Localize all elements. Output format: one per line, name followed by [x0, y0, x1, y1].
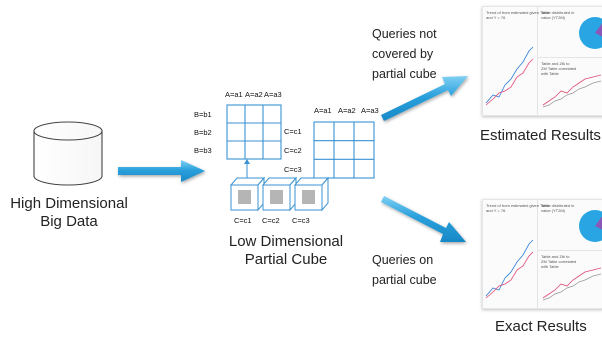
grid1-right-2: C=c2 — [284, 146, 302, 155]
dash1-panel2-title: Table distributed in — [541, 10, 575, 15]
grid2-col-1: A=a1 — [314, 106, 332, 115]
cube-line-1: Low Dimensional — [228, 233, 344, 250]
grid1-row-3: B=b3 — [194, 146, 212, 155]
dash1-panel1-sub: and Y = 76 — [486, 15, 506, 20]
grid2-col-3: A=a3 — [361, 106, 379, 115]
dash2-panel3-sub: ZM Table correlated — [541, 259, 577, 264]
slice-label-1: C=c1 — [234, 216, 252, 225]
grid2-col-2: A=a2 — [338, 106, 356, 115]
cube-slice-3 — [293, 176, 330, 212]
branch-top-line-2: covered by — [372, 47, 434, 61]
branch-bottom-label: Queries on partial cube — [372, 250, 462, 290]
dash2-panel2-sub: value (YT2M) — [541, 208, 566, 213]
dash1-panel3-sub2: with Table — [541, 71, 559, 76]
exact-results-label: Exact Results — [495, 318, 587, 335]
grid1-row-2: B=b2 — [194, 128, 212, 137]
dash1-panel3-sub: ZM Table correlated — [541, 66, 577, 71]
grid1-right-1: C=c1 — [284, 127, 302, 136]
dashboard-estimated: Trend of from estimated given Table and … — [482, 6, 602, 116]
arrow-to-estimated — [381, 76, 468, 121]
grid-ab — [226, 104, 282, 160]
grid1-row-1: B=b1 — [194, 110, 212, 119]
branch-bottom-line-2: partial cube — [372, 273, 437, 287]
up-arrow — [244, 159, 250, 178]
dash2-panel1-title: Trend of from estimated given Table — [486, 203, 550, 208]
branch-top-label: Queries not covered by partial cube — [372, 24, 462, 84]
dash2-panel1-sub: and Y = 76 — [486, 208, 506, 213]
cube-label: Low Dimensional Partial Cube — [213, 233, 359, 269]
grid1-right-3: C=c3 — [284, 165, 302, 174]
grid1-col-2: A=a2 — [245, 90, 263, 99]
dash2-panel3-title: Table and Ztk to — [541, 254, 570, 259]
grid1-col-3: A=a3 — [264, 90, 282, 99]
source-line-1: High Dimensional — [10, 195, 128, 212]
arrow-to-cube — [118, 160, 205, 182]
cube-slice-1 — [229, 176, 266, 212]
slice-label-3: C=c3 — [292, 216, 310, 225]
branch-bottom-line-1: Queries on — [372, 253, 434, 267]
grid-second — [313, 121, 375, 179]
dash2-panel2-title: Table distributed in — [541, 203, 575, 208]
estimated-results-label: Estimated Results — [480, 127, 601, 144]
cube-line-2: Partial Cube — [244, 251, 328, 268]
grid1-col-1: A=a1 — [225, 90, 243, 99]
dashboard-exact: Trend of from estimated given Table and … — [482, 199, 602, 309]
branch-top-line-1: Queries not — [372, 27, 437, 41]
source-line-2: Big Data — [40, 213, 98, 230]
dash1-graphics — [485, 17, 602, 108]
branch-top-line-3: partial cube — [372, 67, 437, 81]
dash1-panel1-title: Trend of from estimated given Table — [486, 10, 550, 15]
dash1-panel2-sub: value (YT2M) — [541, 15, 566, 20]
source-label: High Dimensional Big Data — [2, 195, 136, 231]
slice-label-2: C=c2 — [262, 216, 280, 225]
dash2-panel3-sub2: with Table — [541, 264, 559, 269]
database-icon — [33, 121, 103, 186]
dash1-panel3-title: Table and Ztk to — [541, 61, 570, 66]
cube-slice-2 — [261, 176, 298, 212]
dash2-graphics — [485, 210, 602, 301]
arrow-to-exact — [381, 196, 466, 242]
